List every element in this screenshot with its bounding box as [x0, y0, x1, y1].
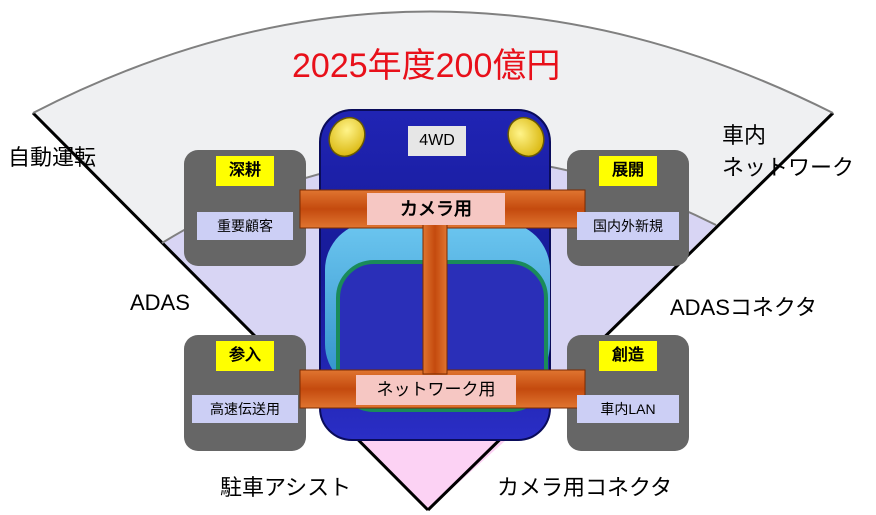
network-label: ネットワーク用: [356, 375, 516, 405]
box-bottom-right-sub: 車内LAN: [577, 395, 679, 423]
headlamp-right-icon: [507, 116, 545, 158]
foul-line-left: [31, 111, 430, 512]
label-camera-connector: カメラ用コネクタ: [497, 475, 673, 500]
outer-arc: [32, 10, 834, 114]
label-parking: 駐車アシスト: [220, 475, 352, 500]
box-bottom-right-head: 創造: [599, 341, 657, 371]
label-adas: ADAS: [130, 290, 190, 315]
label-shanai-line1: 車内: [722, 123, 767, 148]
label-jidou-unten: 自動運転: [8, 145, 97, 170]
foul-line-right: [426, 111, 835, 512]
headlamp-left-icon: [328, 116, 366, 158]
car-drive-label: 4WD: [408, 126, 466, 156]
axle-center: [422, 221, 448, 375]
box-top-right-sub: 国内外新規: [577, 212, 679, 240]
label-adas-connector: ADASコネクタ: [670, 295, 818, 320]
diagram-title: 2025年度200億円: [292, 47, 561, 85]
box-top-right-head: 展開: [599, 156, 657, 186]
camera-label: カメラ用: [367, 193, 505, 225]
field-bottom: [352, 432, 515, 510]
label-shanai-line2: ネットワーク: [722, 155, 855, 180]
box-bottom-left-head: 参入: [216, 341, 274, 371]
box-bottom-left-sub: 高速伝送用: [192, 395, 298, 423]
box-top-left-head: 深耕: [216, 156, 274, 186]
box-top-left-sub: 重要顧客: [197, 212, 293, 240]
